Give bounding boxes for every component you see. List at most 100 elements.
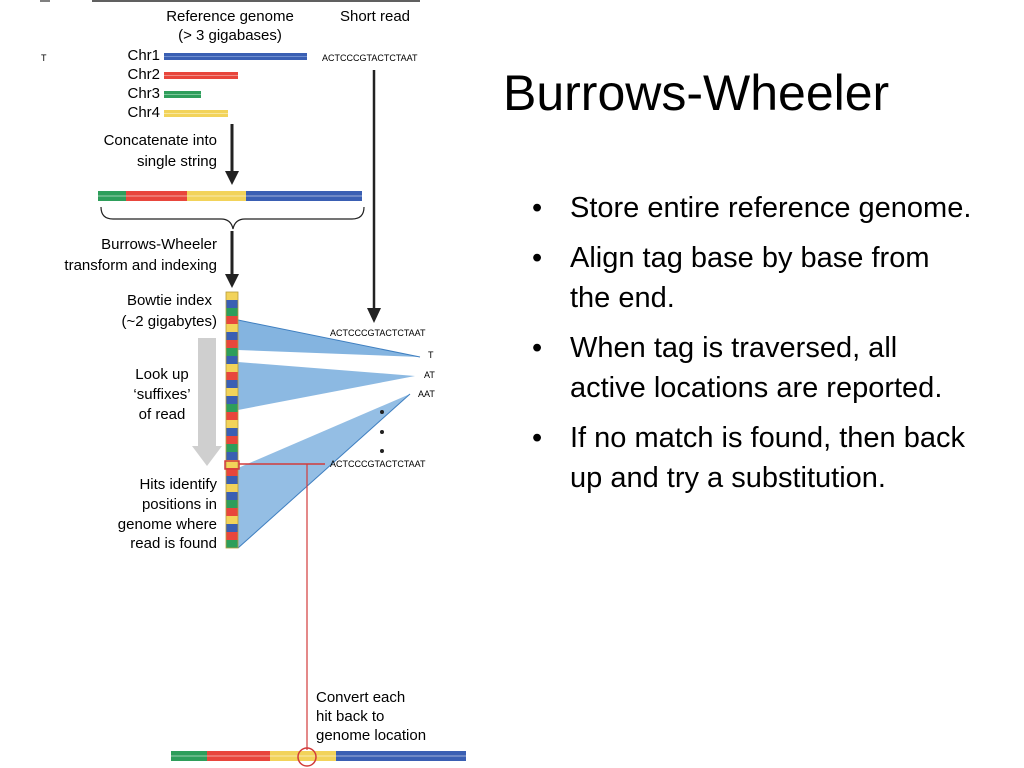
index-bar-segment xyxy=(226,524,238,532)
lookup-line2: ‘suffixes’ xyxy=(133,386,190,403)
bowtie-line1: Bowtie index xyxy=(127,292,213,309)
bullet-item: • When tag is traversed, all active locat… xyxy=(532,328,972,408)
index-bar-segment xyxy=(226,452,238,460)
index-bar-segment xyxy=(226,404,238,412)
bullet-dot: • xyxy=(532,332,543,364)
arrow-concatenate-head xyxy=(225,171,239,185)
index-bar-segment xyxy=(226,372,238,380)
suffix-aat: AAT xyxy=(418,389,435,399)
bullet-list: • Store entire reference genome. • Align t… xyxy=(532,188,972,508)
index-bar-segment xyxy=(226,292,238,300)
index-bar-segment xyxy=(226,332,238,340)
bullet-text: When tag is traversed, all active locati… xyxy=(570,332,943,404)
left-mark: T xyxy=(41,53,47,63)
chr2-label: Chr2 xyxy=(127,66,160,83)
genome-hit-circle xyxy=(297,747,317,767)
read-sequence-index: ACTCCCGTACTCTAAT xyxy=(330,328,426,338)
index-bar-segment xyxy=(226,380,238,388)
fan-edge-1 xyxy=(237,319,421,358)
bullet-text: Align tag base by base from the end. xyxy=(570,242,930,314)
index-bar-segment xyxy=(226,364,238,372)
index-bar-segment xyxy=(226,396,238,404)
index-bar-segment xyxy=(226,492,238,500)
genome-segment-red xyxy=(207,751,270,761)
hits-line3: genome where xyxy=(118,516,217,533)
hits-line4: read is found xyxy=(130,535,217,552)
continuation-dot-3 xyxy=(380,449,384,453)
step-bwt-line2: transform and indexing xyxy=(64,257,217,274)
index-bar-segment xyxy=(226,540,238,548)
lookup-line3: of read xyxy=(139,406,186,423)
index-bar-segment xyxy=(226,348,238,356)
index-bar-segment xyxy=(226,436,238,444)
index-bar-border xyxy=(225,291,239,549)
lookup-gray-arrow-shaft xyxy=(198,338,216,448)
bullet-text: If no match is found, then back up and t… xyxy=(570,422,965,494)
index-bar-segment xyxy=(226,388,238,396)
concat-segment-yellow xyxy=(187,191,246,201)
hits-line1: Hits identify xyxy=(139,476,217,493)
index-bar-segment xyxy=(226,340,238,348)
step-concatenate-line2: single string xyxy=(137,153,217,170)
hit-highlight xyxy=(224,460,240,470)
index-bar-segment xyxy=(226,508,238,516)
index-bar-segment xyxy=(226,316,238,324)
concat-segment-blue xyxy=(246,191,362,201)
suffix-at: AT xyxy=(424,370,435,380)
header-reference-line2: (> 3 gigabases) xyxy=(178,27,282,44)
header-reference-line1: Reference genome xyxy=(166,8,294,25)
bullet-item: • Align tag base by base from the end. xyxy=(532,238,972,318)
index-bar-segment xyxy=(226,468,238,476)
step-concatenate-line1: Concatenate into xyxy=(104,132,217,149)
bullet-text: Store entire reference genome. xyxy=(570,192,972,224)
index-bar-segment xyxy=(226,444,238,452)
genome-segment-yellow xyxy=(270,751,336,761)
index-bar-segment xyxy=(226,300,238,308)
convert-line2: hit back to xyxy=(316,708,384,725)
bowtie-index-bar xyxy=(225,291,239,549)
index-bar-segment xyxy=(226,532,238,540)
bullet-item: • If no match is found, then back up and … xyxy=(532,418,972,498)
suffix-t: T xyxy=(428,350,434,360)
convert-line3: genome location xyxy=(316,727,426,744)
chr1-label: Chr1 xyxy=(127,47,160,64)
brace xyxy=(100,206,365,230)
step-bwt-line1: Burrows-Wheeler xyxy=(101,236,217,253)
bowtie-diagram: Reference genome (> 3 gigabases) Short r… xyxy=(40,0,466,767)
hits-line2: positions in xyxy=(142,496,217,513)
bullet-dot: • xyxy=(532,422,543,454)
header-short-read: Short read xyxy=(340,8,410,25)
concat-segment-green xyxy=(98,191,126,201)
read-sequence-bottom: ACTCCCGTACTCTAAT xyxy=(330,459,426,469)
index-bar-segment xyxy=(226,484,238,492)
lookup-line1: Look up xyxy=(135,366,188,383)
chr3-label: Chr3 xyxy=(127,85,160,102)
genome-segment-blue xyxy=(336,751,466,761)
bullet-item: • Store entire reference genome. xyxy=(532,188,972,228)
fan-edge-2 xyxy=(237,393,411,549)
continuation-dot-2 xyxy=(380,430,384,434)
convert-line1: Convert each xyxy=(316,689,405,706)
bullet-dot: • xyxy=(532,192,543,224)
fan-suffix-at xyxy=(238,362,415,410)
bullet-dot: • xyxy=(532,242,543,274)
slide-title: Burrows-Wheeler xyxy=(503,65,890,121)
arrow-bwt-head xyxy=(225,274,239,288)
arrow-short-read-head xyxy=(367,308,381,323)
index-bar-segment xyxy=(226,500,238,508)
index-bar-segment xyxy=(226,460,238,468)
lookup-gray-arrow-head xyxy=(192,446,222,466)
index-bar-segment xyxy=(226,324,238,332)
index-bar-segment xyxy=(226,308,238,316)
index-bar-segment xyxy=(226,356,238,364)
chr4-label: Chr4 xyxy=(127,104,160,121)
read-sequence-top: ACTCCCGTACTCTAAT xyxy=(322,53,418,63)
bowtie-line2: (~2 gigabytes) xyxy=(122,313,217,330)
genome-segment-green xyxy=(171,751,207,761)
index-bar-segment xyxy=(226,476,238,484)
continuation-dot-1 xyxy=(380,410,384,414)
index-bar-segment xyxy=(226,412,238,420)
index-bar-segment xyxy=(226,420,238,428)
concat-segment-red xyxy=(126,191,187,201)
index-bar-segment xyxy=(226,428,238,436)
